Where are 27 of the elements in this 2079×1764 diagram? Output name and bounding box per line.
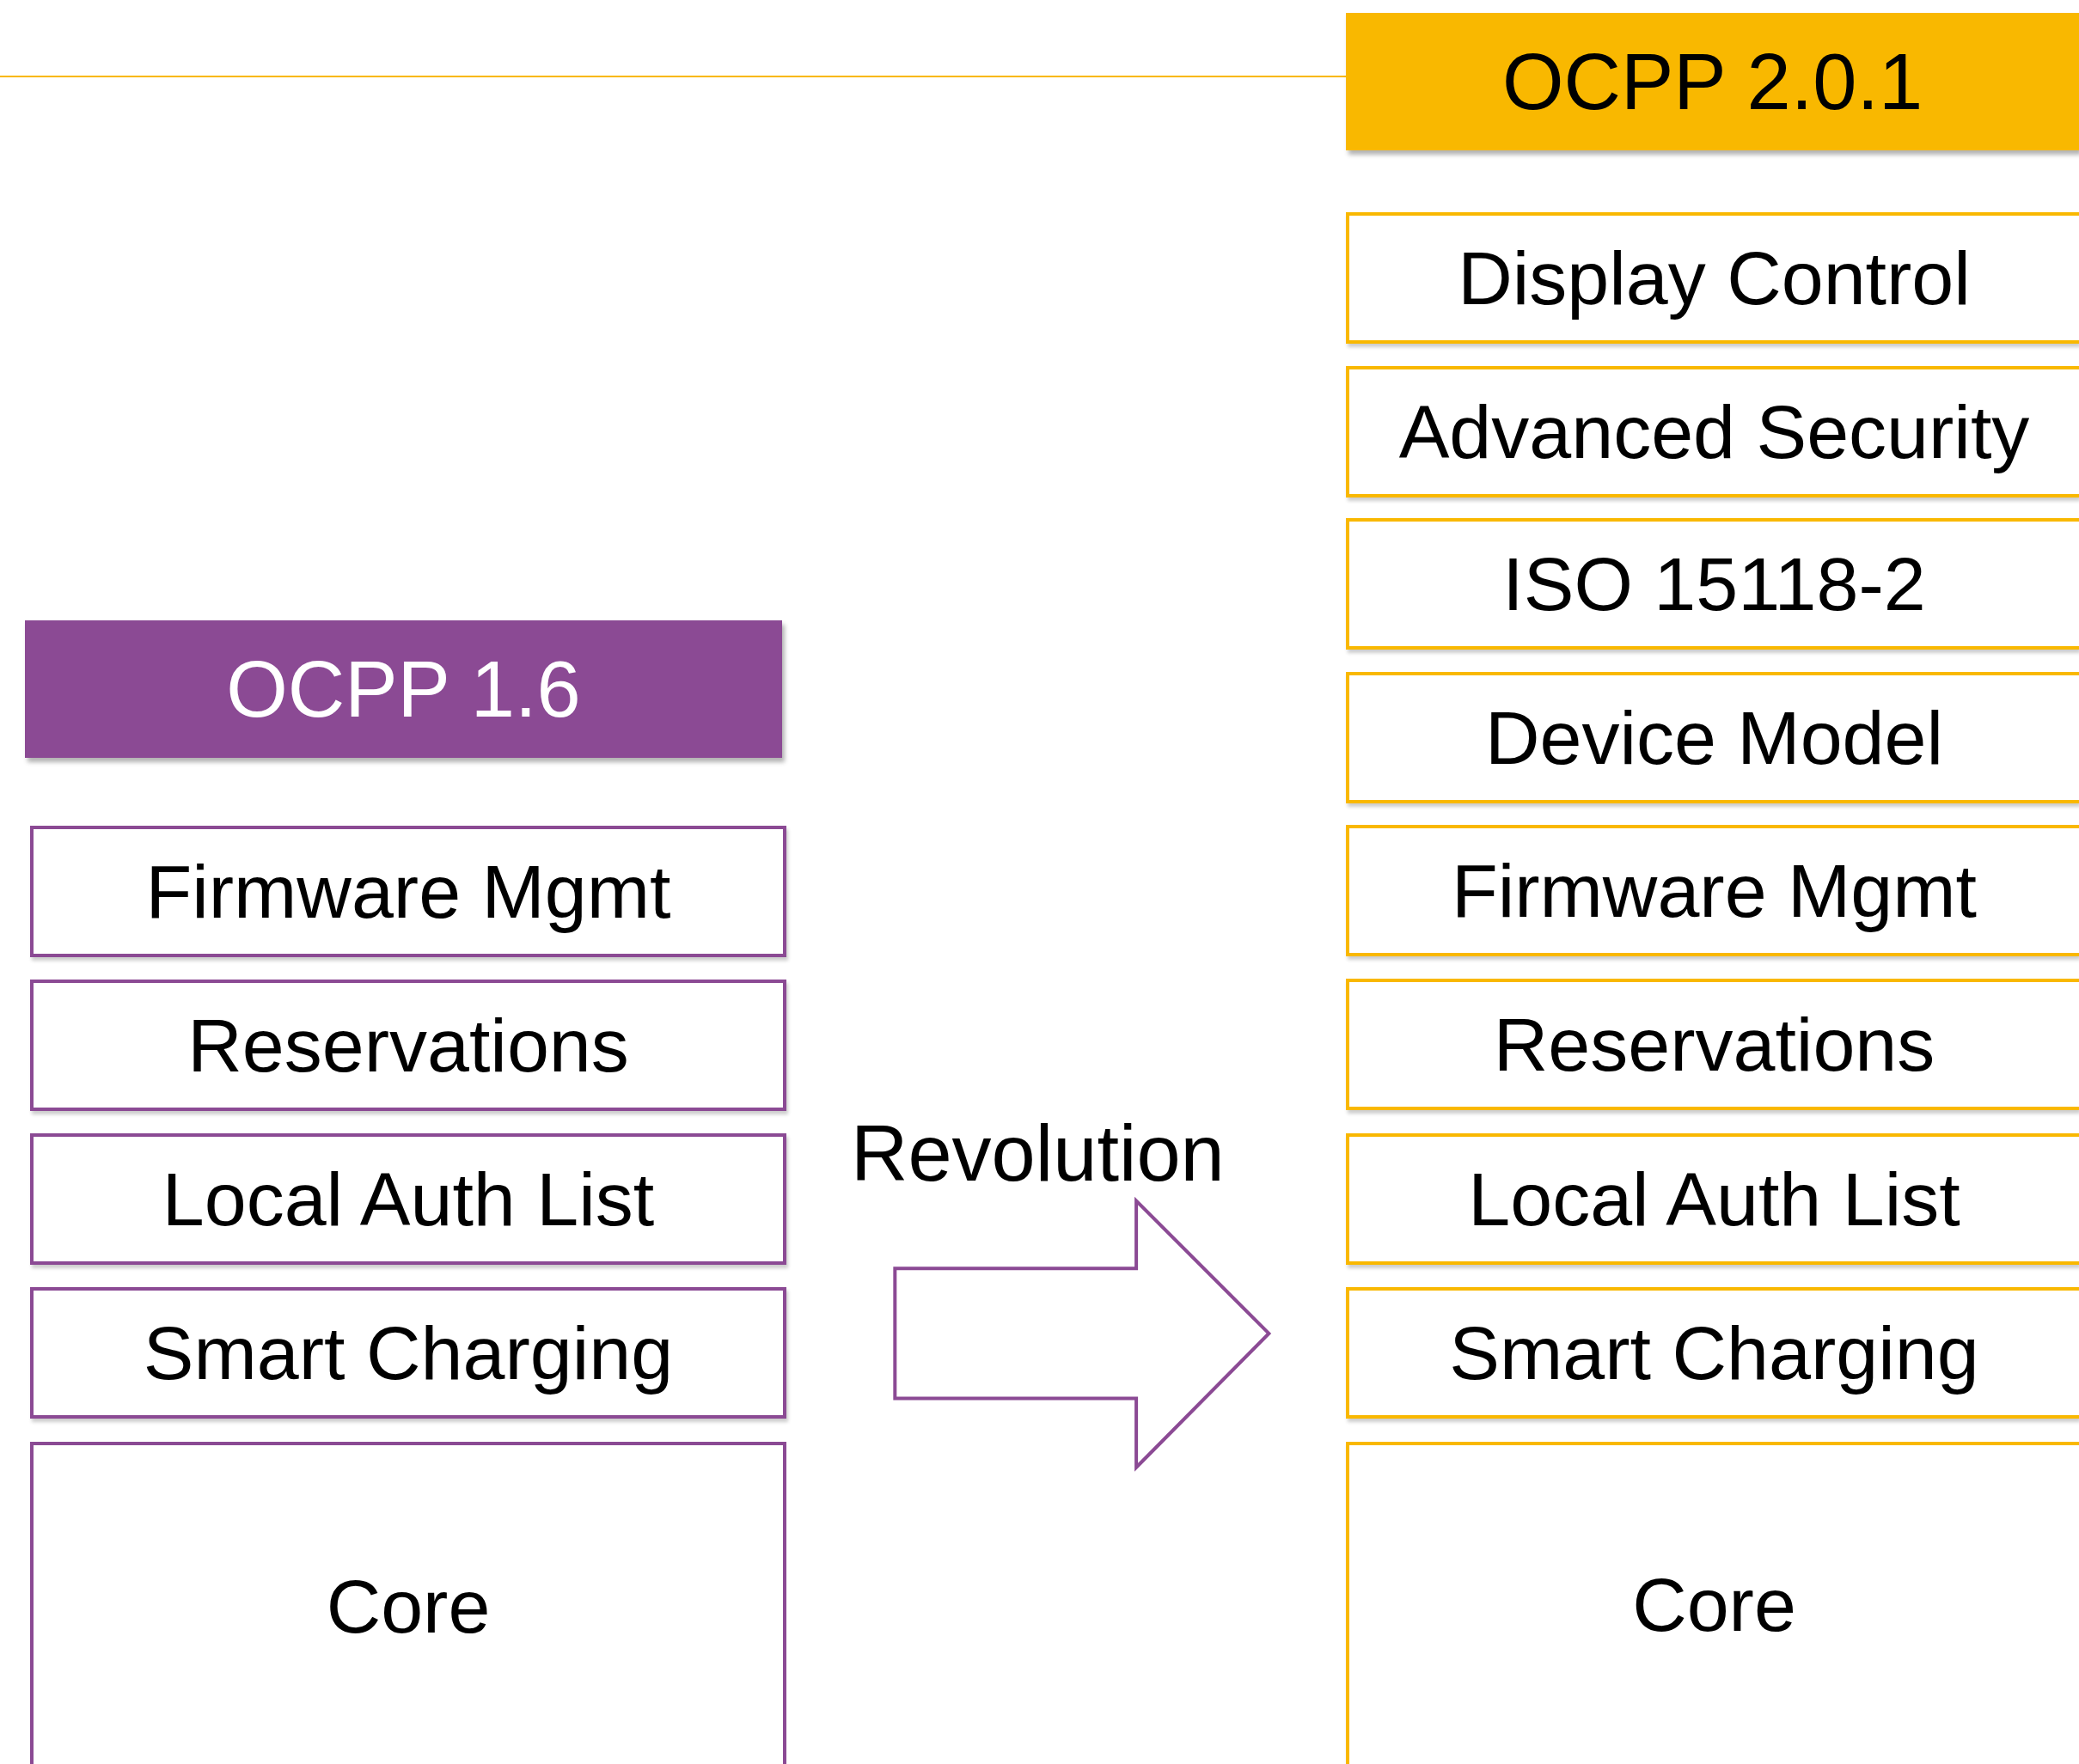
module-label: Reservations <box>1493 1006 1935 1083</box>
module-label: Core <box>1632 1567 1796 1643</box>
version-header-bar <box>1346 13 2079 150</box>
module-label: Local Auth List <box>1468 1161 1960 1237</box>
module-box <box>1346 1442 2079 1764</box>
module-label: Local Auth List <box>162 1161 655 1237</box>
module-box <box>30 1133 786 1265</box>
module-box <box>1346 825 2079 956</box>
module-box <box>1346 979 2079 1110</box>
module-box <box>30 980 786 1111</box>
module-box <box>1346 518 2079 650</box>
module-box <box>30 826 786 957</box>
version-header-bar <box>25 620 782 758</box>
module-box <box>1346 672 2079 803</box>
module-box <box>1346 366 2079 497</box>
version-title: OCPP 1.6 <box>226 650 581 729</box>
module-box <box>30 1287 786 1419</box>
module-box <box>30 1442 786 1764</box>
module-label: ISO 15118-2 <box>1502 546 1926 622</box>
module-box <box>1346 1287 2079 1419</box>
module-label: Device Model <box>1484 699 1944 776</box>
arrow-caption: Revolution <box>851 1108 1225 1199</box>
module-box <box>1346 1133 2079 1265</box>
version-title: OCPP 2.0.1 <box>1501 42 1923 121</box>
module-label: Core <box>326 1569 491 1645</box>
module-label: Reservations <box>187 1007 629 1083</box>
module-box <box>1346 212 2079 344</box>
